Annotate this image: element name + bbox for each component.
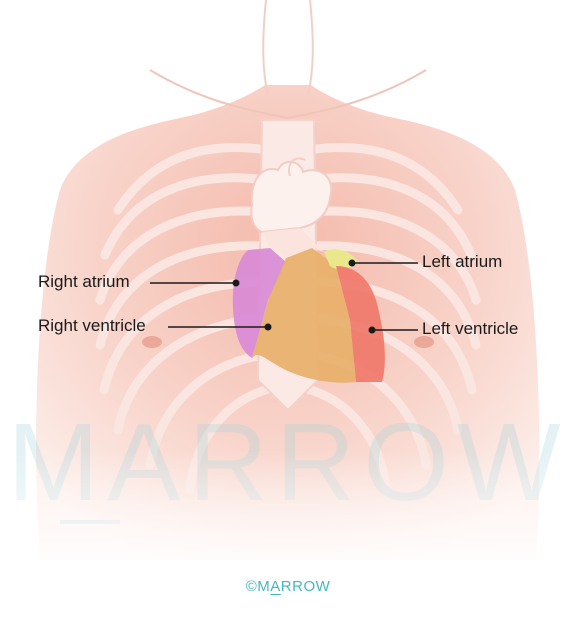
right-ventricle-dot (264, 323, 272, 331)
copyright-underlined-letter: A (270, 578, 281, 595)
label-leaders (150, 262, 418, 331)
great-vessels (250, 161, 333, 234)
right-atrium-dot (232, 279, 240, 287)
copyright-symbol: © (245, 578, 258, 595)
right-atrium-label: Right atrium (38, 272, 130, 291)
nipples (142, 336, 434, 348)
left-atrium-dot (348, 259, 356, 267)
left-ventricle-dot (368, 326, 376, 334)
heart (232, 157, 385, 383)
right-ventricle-shape (252, 248, 356, 383)
left-ventricle-label: Left ventricle (422, 319, 519, 338)
copyright-text: ©MARROW (0, 578, 576, 595)
left-ventricle-shape (336, 266, 385, 382)
right-atrium-shape (232, 248, 286, 358)
copyright-rest: RROW (280, 578, 331, 595)
label-dots (232, 259, 376, 334)
left-atrium-label: Left atrium (422, 252, 503, 271)
copyright-first-letter: M (257, 578, 271, 595)
right-ventricle-label: Right ventricle (38, 316, 146, 335)
